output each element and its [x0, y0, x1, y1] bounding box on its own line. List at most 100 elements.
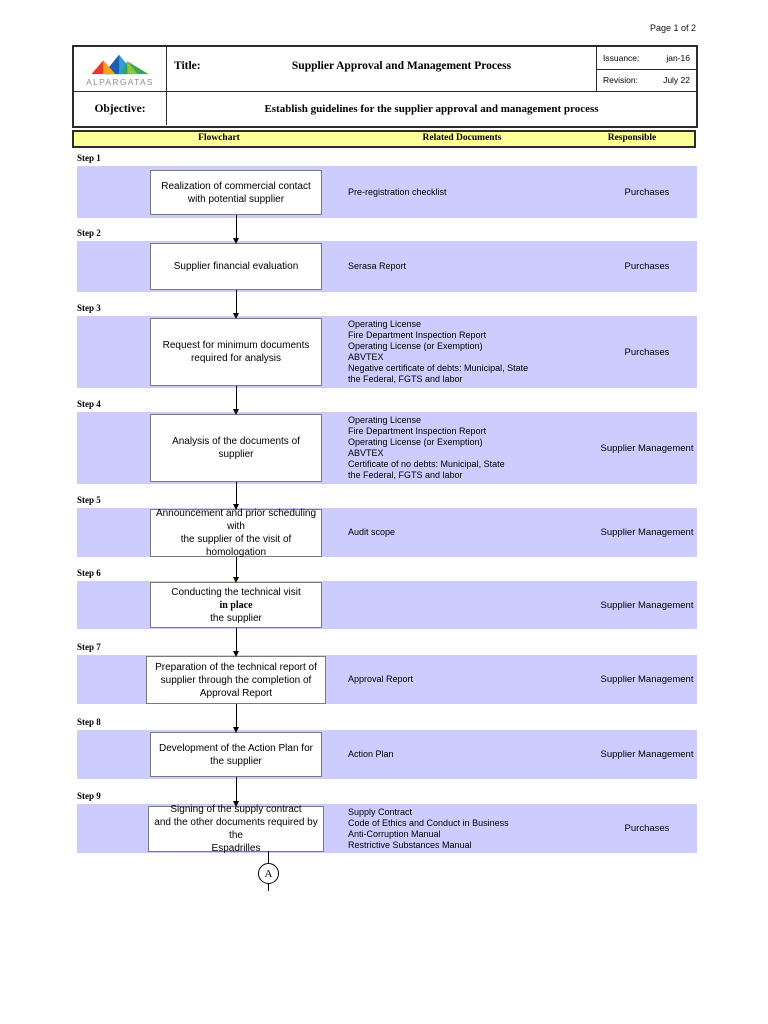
step-box-line: the supplier	[210, 755, 262, 767]
header-divider	[74, 91, 696, 92]
step-box-line: in place	[219, 599, 253, 611]
related-documents: Audit scope	[348, 508, 563, 557]
related-document-item: Audit scope	[348, 527, 396, 537]
responsible-value: Supplier Management	[600, 527, 694, 538]
flow-arrow-line	[236, 386, 238, 409]
step-row: Supplier financial evaluation Serasa Repo…	[77, 241, 697, 292]
responsible-value: Supplier Management	[600, 749, 694, 760]
step-label: Step 5	[77, 495, 101, 505]
step-box-line: required for analysis	[190, 353, 282, 364]
page-indicator: Page 1 of 2	[649, 23, 696, 33]
step-box-line: Preparation of the technical report of	[155, 661, 317, 673]
related-document-item: ABVTEX	[348, 448, 384, 458]
related-document-item: Fire Department Inspection Report	[348, 426, 487, 436]
related-documents	[348, 581, 563, 629]
step-label: Step 4	[77, 399, 101, 409]
connector-stub	[268, 884, 270, 891]
step-label: Step 9	[77, 791, 101, 801]
flow-arrow-line	[236, 628, 238, 651]
revision-row: Revision: July 22	[597, 69, 696, 91]
responsible-value: Purchases	[624, 186, 670, 198]
responsible-value: Purchases	[624, 261, 670, 272]
step-label: Step 8	[77, 717, 101, 727]
brand-name: ALPARGATAS	[86, 76, 154, 87]
column-header-bar: Flowchart Related Documents Responsible	[72, 130, 696, 148]
related-document-item: Approval Report	[348, 674, 414, 684]
step-label: Step 7	[77, 642, 101, 652]
flow-arrow-line	[236, 482, 238, 504]
step-box-line: and the other documents required by the	[154, 817, 318, 841]
title-label: Title:	[174, 60, 201, 72]
step-box-line: supplier through the completion of	[160, 674, 312, 686]
related-document-item: Certificate of no debts: Municipal, Stat…	[348, 459, 505, 469]
objective-label: Objective:	[74, 92, 167, 125]
issuance-label: Issuance:	[603, 53, 640, 63]
step-box-line: supplier	[218, 449, 254, 460]
flow-arrowhead-icon	[233, 651, 239, 657]
offpage-connector-label: A	[264, 867, 273, 880]
flow-arrowhead-icon	[233, 313, 239, 319]
related-document-item: Action Plan	[348, 749, 394, 759]
step-row: Announcement and prior scheduling with th…	[77, 508, 697, 558]
connector-line	[268, 851, 270, 863]
step-box-line: Realization of commercial contact	[161, 180, 311, 192]
related-document-item: Negative certificate of debts: Municipal…	[348, 363, 529, 373]
step-label: Step 2	[77, 228, 101, 238]
related-documents: Pre-registration checklist	[348, 166, 563, 218]
step-box-line: Espadrilles	[211, 843, 261, 854]
flowchart-step-box: Announcement and prior scheduling with th…	[150, 508, 322, 558]
step-label: Step 3	[77, 303, 101, 313]
related-document-item: Operating License (or Exemption)	[348, 341, 483, 351]
related-documents: Action Plan	[348, 730, 563, 779]
column-header-flowchart: Flowchart	[198, 133, 240, 143]
step-label: Step 1	[77, 153, 101, 163]
step-box-line: Conducting the technical visit	[171, 586, 301, 598]
step-box-line: the supplier of the visit of	[180, 534, 292, 545]
step-box-line: Supplier financial evaluation	[173, 261, 299, 272]
related-document-item: Operating License (or Exemption)	[348, 437, 483, 447]
related-documents: Approval Report	[348, 655, 563, 704]
flow-arrow-line	[236, 704, 238, 727]
logo: ALPARGATAS	[74, 47, 167, 91]
step-box-line: homologation	[205, 547, 267, 558]
responsible-value: Purchases	[624, 823, 670, 834]
step-box-line: Announcement and prior scheduling with	[155, 508, 317, 532]
step-box-line: Analysis of the documents of	[172, 436, 300, 447]
step-row: Analysis of the documents of supplier Oper…	[77, 412, 697, 484]
related-document-item: the Federal, FGTS and labor	[348, 470, 463, 480]
alpargatas-logo-icon	[91, 54, 149, 74]
flow-arrowhead-icon	[233, 727, 239, 733]
related-document-item: Operating License	[348, 415, 422, 425]
header-table: ALPARGATAS Title: Supplier Approval and …	[72, 45, 698, 128]
title-cell: Title: Supplier Approval and Management …	[167, 47, 596, 91]
step-box-line: with potential supplier	[187, 193, 285, 205]
related-document-item: Pre-registration checklist	[348, 186, 447, 197]
flow-arrowhead-icon	[233, 577, 239, 583]
flow-arrow-line	[236, 215, 238, 238]
step-box-line: the supplier	[210, 612, 262, 624]
flowchart-step-box: Analysis of the documents of supplier	[150, 414, 322, 482]
related-documents: Serasa Report	[348, 241, 563, 292]
related-document-item: ABVTEX	[348, 352, 384, 362]
step-box-line: Approval Report	[199, 687, 273, 699]
issuance-revision-cell: Issuance: jan-16 Revision: July 22	[596, 47, 696, 91]
related-document-item: Fire Department Inspection Report	[348, 330, 487, 340]
offpage-connector-a: A	[258, 863, 279, 884]
objective-text: Establish guidelines for the supplier ap…	[264, 102, 599, 115]
flow-arrow-line	[236, 777, 238, 801]
responsible-value: Supplier Management	[600, 674, 694, 685]
